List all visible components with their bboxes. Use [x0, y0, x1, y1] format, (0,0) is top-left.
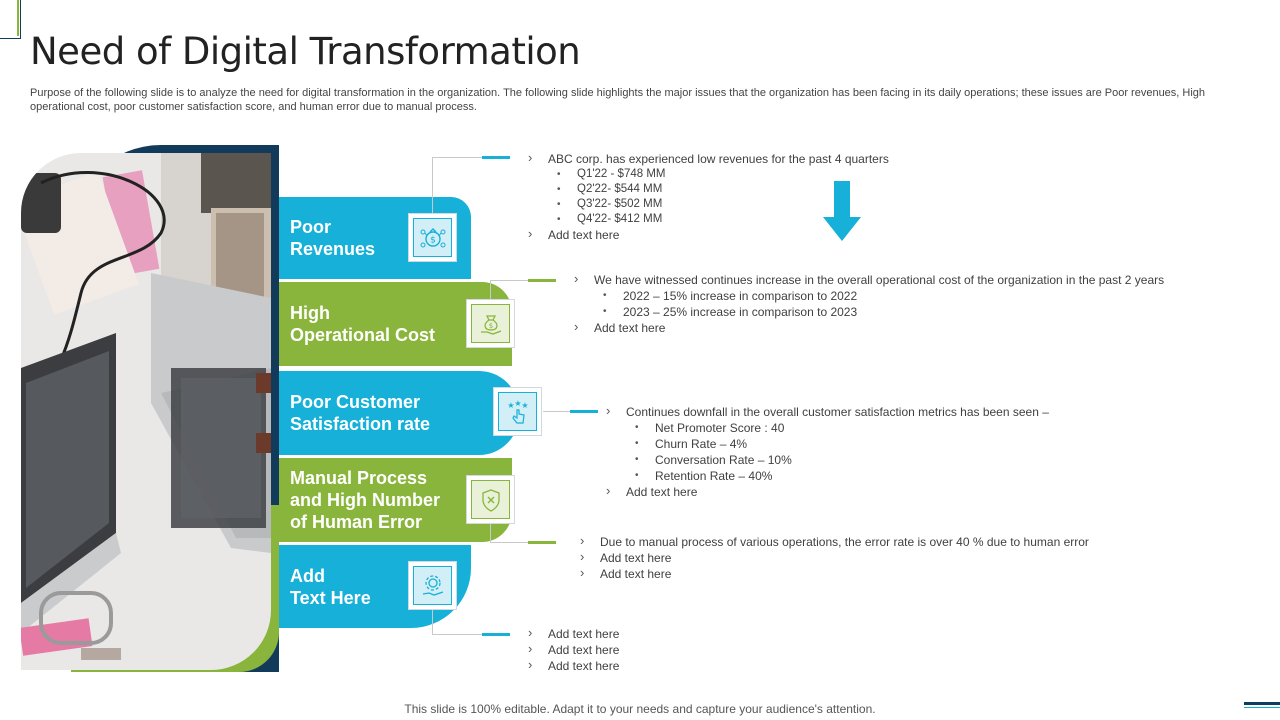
category-label-line: Operational Cost	[290, 325, 436, 345]
category-label-line: Satisfaction rate	[290, 414, 431, 434]
icon-tile-human-error	[466, 475, 515, 524]
connector-tick	[570, 410, 598, 413]
corner-accent-navy-horizontal	[0, 38, 20, 39]
money-hand-icon: $	[480, 314, 501, 335]
svg-text:★: ★	[514, 399, 521, 408]
footer-accent-blue	[1244, 707, 1280, 708]
laptop-desk-illustration	[21, 153, 271, 670]
text-block-add-text: Add text here Add text here Add text her…	[528, 625, 619, 674]
connector-line	[432, 157, 484, 158]
connector-tick	[482, 156, 510, 159]
bullet-sub: Q4'22- $412 MM	[528, 212, 889, 227]
category-label-line: Revenues	[290, 239, 376, 259]
page-title: Need of Digital Transformation	[30, 30, 581, 73]
connector-tick	[528, 279, 556, 282]
corner-accent-navy-vertical	[20, 0, 21, 39]
connector-line	[432, 157, 433, 213]
category-label-line: Add	[290, 565, 325, 586]
bullet-sub: 2022 – 15% increase in comparison to 202…	[574, 288, 1164, 304]
category-band-manual-process-human-error: Manual Process and High Number of Human …	[279, 458, 512, 542]
svg-text:$: $	[488, 322, 492, 330]
bullet-extra: Add text here	[528, 657, 619, 674]
category-band-high-operational-cost: High Operational Cost	[279, 282, 512, 366]
category-label-line: Manual Process	[290, 468, 428, 488]
footer-note: This slide is 100% editable. Adapt it to…	[404, 702, 876, 716]
bullet-sub: Conversation Rate – 10%	[606, 452, 1049, 468]
text-block-human-error: Due to manual process of various operati…	[580, 533, 1089, 582]
bullet-extra: Add text here	[606, 483, 1049, 500]
connector-tick	[528, 541, 556, 544]
connector-line	[432, 610, 433, 635]
rating-stars-hand-icon: ★ ★ ★	[507, 399, 528, 424]
bullet-sub: Q1'22 - $748 MM	[528, 167, 889, 182]
money-bag-network-icon: $	[420, 227, 445, 247]
connector-line	[490, 542, 530, 543]
corner-accent-green	[17, 0, 19, 36]
bullet-main: ABC corp. has experienced low revenues f…	[528, 150, 889, 167]
bullet-main: Due to manual process of various operati…	[580, 533, 1089, 550]
text-block-customer-satisfaction: Continues downfall in the overall custom…	[606, 403, 1049, 500]
shield-error-icon	[481, 488, 500, 512]
icon-tile-satisfaction: ★ ★ ★	[493, 387, 542, 436]
category-label-line: Poor	[290, 217, 332, 237]
connector-line	[490, 524, 491, 543]
category-band-poor-revenues: Poor Revenues	[279, 197, 471, 279]
svg-text:$: $	[430, 235, 436, 245]
text-block-operational-cost: We have witnessed continues increase in …	[574, 271, 1164, 336]
icon-tile-cost: $	[466, 299, 515, 348]
gear-hand-icon	[422, 574, 443, 596]
category-label-line: High	[290, 303, 330, 323]
bullet-main: We have witnessed continues increase in …	[574, 271, 1164, 288]
bullet-extra: Add text here	[574, 319, 1164, 336]
bullet-sub: Net Promoter Score : 40	[606, 420, 1049, 436]
bullet-sub: Q2'22- $544 MM	[528, 182, 889, 197]
photo-panel	[21, 145, 279, 672]
bullet-sub: Churn Rate – 4%	[606, 436, 1049, 452]
text-block-revenues: ABC corp. has experienced low revenues f…	[528, 150, 889, 243]
category-label-line: Poor Customer	[290, 392, 421, 412]
icon-tile-revenue: $	[408, 213, 457, 262]
bullet-extra: Add text here	[580, 549, 1089, 566]
connector-line	[490, 280, 491, 299]
connector-tick	[482, 633, 510, 636]
connector-line	[490, 280, 530, 281]
category-label-line: Text Here	[290, 587, 371, 608]
bullet-sub: Retention Rate – 40%	[606, 468, 1049, 484]
bullet-extra: Add text here	[580, 565, 1089, 582]
laptop-desk-photo	[21, 153, 271, 670]
bullet-sub: Q3'22- $502 MM	[528, 197, 889, 212]
bullet-main: Add text here	[528, 625, 619, 642]
page-subtitle: Purpose of the following slide is to ana…	[30, 87, 1206, 113]
connector-line	[432, 634, 484, 635]
icon-tile-add-text	[408, 561, 457, 610]
bullet-sub: 2023 – 25% increase in comparison to 202…	[574, 304, 1164, 320]
bullet-extra: Add text here	[528, 226, 889, 243]
down-arrow-icon	[823, 181, 861, 241]
category-band-poor-customer-satisfaction: Poor Customer Satisfaction rate	[279, 371, 519, 455]
svg-text:★: ★	[521, 401, 528, 410]
bullet-extra: Add text here	[528, 641, 619, 658]
footer-accent-navy	[1244, 702, 1280, 705]
category-label-line: and High Number	[290, 490, 441, 510]
bullet-main: Continues downfall in the overall custom…	[606, 403, 1049, 420]
svg-text:★: ★	[507, 401, 514, 410]
connector-line	[543, 411, 571, 412]
category-label-line: of Human Error	[290, 512, 423, 532]
